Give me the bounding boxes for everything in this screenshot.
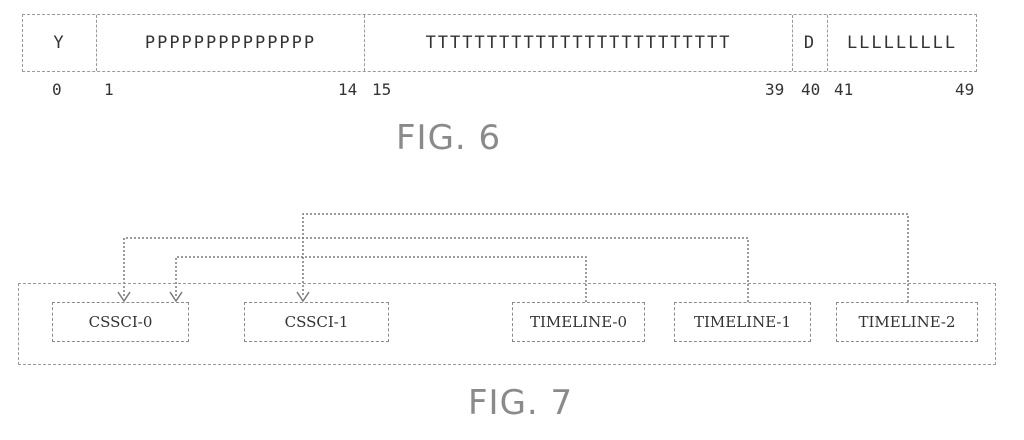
bit-index-label: 40	[801, 80, 821, 99]
bit-index-label: 39	[765, 80, 785, 99]
node-cssci-0: CSSCI-0	[52, 302, 189, 342]
bit-index-label: 41	[834, 80, 854, 99]
bit-index-label: 1	[104, 80, 114, 99]
fig7-caption: FIG. 7	[468, 383, 574, 423]
bit-index-label: 14	[338, 80, 358, 99]
node-cssci-1: CSSCI-1	[244, 302, 389, 342]
connector-timeline2-cssci1	[302, 213, 909, 302]
node-timeline-1: TIMELINE-1	[674, 302, 811, 342]
node-timeline-0: TIMELINE-0	[512, 302, 645, 342]
connector-timeline0-cssci0	[175, 256, 587, 302]
field-l: LLLLLLLLL	[827, 15, 976, 71]
bitfield-diagram: Y PPPPPPPPPPPPPP TTTTTTTTTTTTTTTTTTTTTTT…	[22, 14, 977, 72]
bit-index-label: 0	[52, 80, 62, 99]
connector-timeline1-cssci0	[123, 237, 749, 302]
arrowhead	[296, 291, 310, 303]
fig6-caption: FIG. 6	[396, 118, 502, 158]
field-t: TTTTTTTTTTTTTTTTTTTTTTTTT	[364, 15, 792, 71]
container-box	[18, 283, 996, 365]
field-p: PPPPPPPPPPPPPP	[96, 15, 364, 71]
field-y: Y	[53, 33, 66, 53]
field-d: D	[792, 15, 827, 71]
node-timeline-2: TIMELINE-2	[836, 302, 978, 342]
bit-index-label: 15	[372, 80, 392, 99]
bit-index-label: 49	[955, 80, 975, 99]
arrowhead	[117, 291, 131, 303]
arrowhead	[169, 291, 183, 303]
